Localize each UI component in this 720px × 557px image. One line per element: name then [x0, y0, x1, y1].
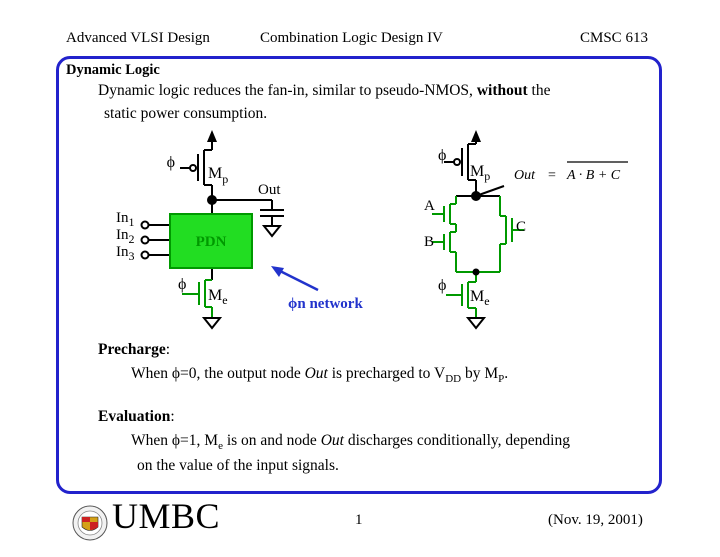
left-phi-top: ϕ: [167, 154, 175, 171]
precharge-mp-sub: P: [498, 373, 505, 386]
header-topic: Combination Logic Design IV: [260, 30, 443, 46]
evaluation-line-2: on the value of the input signals.: [137, 457, 339, 474]
intro-line-1: Dynamic logic reduces the fan-in, simila…: [98, 82, 550, 100]
header-course: Advanced VLSI Design: [66, 30, 210, 46]
right-ground-symbol: [465, 317, 487, 330]
input-in1-label: In1: [116, 210, 135, 229]
precharge-text-mid: is precharged to V: [327, 365, 446, 382]
right-bottom-node: [472, 268, 480, 276]
input-b-label: B: [424, 234, 434, 250]
footer-date: (Nov. 19, 2001): [548, 512, 643, 528]
left-me-label: Me: [208, 287, 228, 307]
phi-n-arrow: [271, 266, 284, 277]
input-in3-label: In3: [116, 244, 135, 263]
phi-n-network-label: ϕn network: [288, 296, 363, 312]
right-phi-top: ϕ: [438, 147, 446, 164]
left-ground-symbol: [201, 317, 223, 330]
evaluation-title: Evaluation: [98, 408, 171, 425]
pdn-label: PDN: [196, 234, 227, 250]
evaluation-me-sub: e: [218, 440, 223, 453]
precharge-heading: Precharge:: [98, 341, 170, 359]
right-mp-label: Mp: [470, 163, 490, 183]
pdn-box: [169, 213, 253, 269]
right-me-label: Me: [470, 288, 490, 308]
umbc-seal-logo: [72, 505, 108, 541]
left-mp-label: Mp: [208, 165, 228, 186]
right-phi-bottom: ϕ: [438, 277, 446, 294]
evaluation-text-pre: When ϕ=1, M: [131, 432, 219, 449]
evaluation-colon: :: [170, 408, 175, 425]
slide-title: Dynamic Logic: [66, 62, 160, 78]
precharge-text-pre: When ϕ=0, the output node: [131, 365, 305, 382]
precharge-title: Precharge: [98, 341, 166, 358]
evaluation-line-1: When ϕ=1, Me is on and node Out discharg…: [131, 432, 570, 452]
precharge-out-italic: Out: [304, 365, 328, 382]
precharge-text-by: by M: [461, 365, 499, 382]
header-code: CMSC 613: [580, 30, 648, 46]
evaluation-out-italic: Out: [320, 432, 344, 449]
intro-text-bold: without: [476, 82, 528, 99]
evaluation-heading: Evaluation:: [98, 408, 175, 426]
precharge-colon: :: [165, 341, 171, 358]
left-me-transistor: [182, 279, 213, 318]
left-circuit: [140, 130, 284, 280]
left-out-label: Out: [258, 182, 281, 198]
slide-frame: [56, 56, 662, 494]
umbc-wordmark: UMBC: [112, 496, 221, 536]
input-a-label: A: [424, 198, 435, 214]
page-number: 1: [355, 512, 363, 528]
evaluation-text-mid: is on and node: [222, 432, 321, 449]
right-pdn-network: [432, 196, 524, 318]
right-circuit: [444, 130, 628, 201]
input-c-label: C: [516, 219, 526, 235]
left-phi-bottom: ϕ: [178, 276, 186, 293]
evaluation-text-post: discharges conditionally, depending: [343, 432, 570, 449]
intro-line-2: static power consumption.: [104, 105, 268, 122]
intro-text-pre: Dynamic logic reduces the fan-in, simila…: [98, 82, 477, 99]
input-in2-label: In2: [116, 227, 135, 246]
equation-sign: =: [548, 168, 556, 183]
precharge-text-end: .: [504, 365, 509, 382]
equation-lhs: Out: [514, 168, 536, 183]
equation-rhs: A · B + C: [566, 168, 621, 183]
precharge-text: When ϕ=0, the output node Out is prechar…: [131, 365, 508, 385]
intro-text-post: the: [527, 82, 551, 99]
precharge-vdd-sub: DD: [445, 373, 462, 386]
